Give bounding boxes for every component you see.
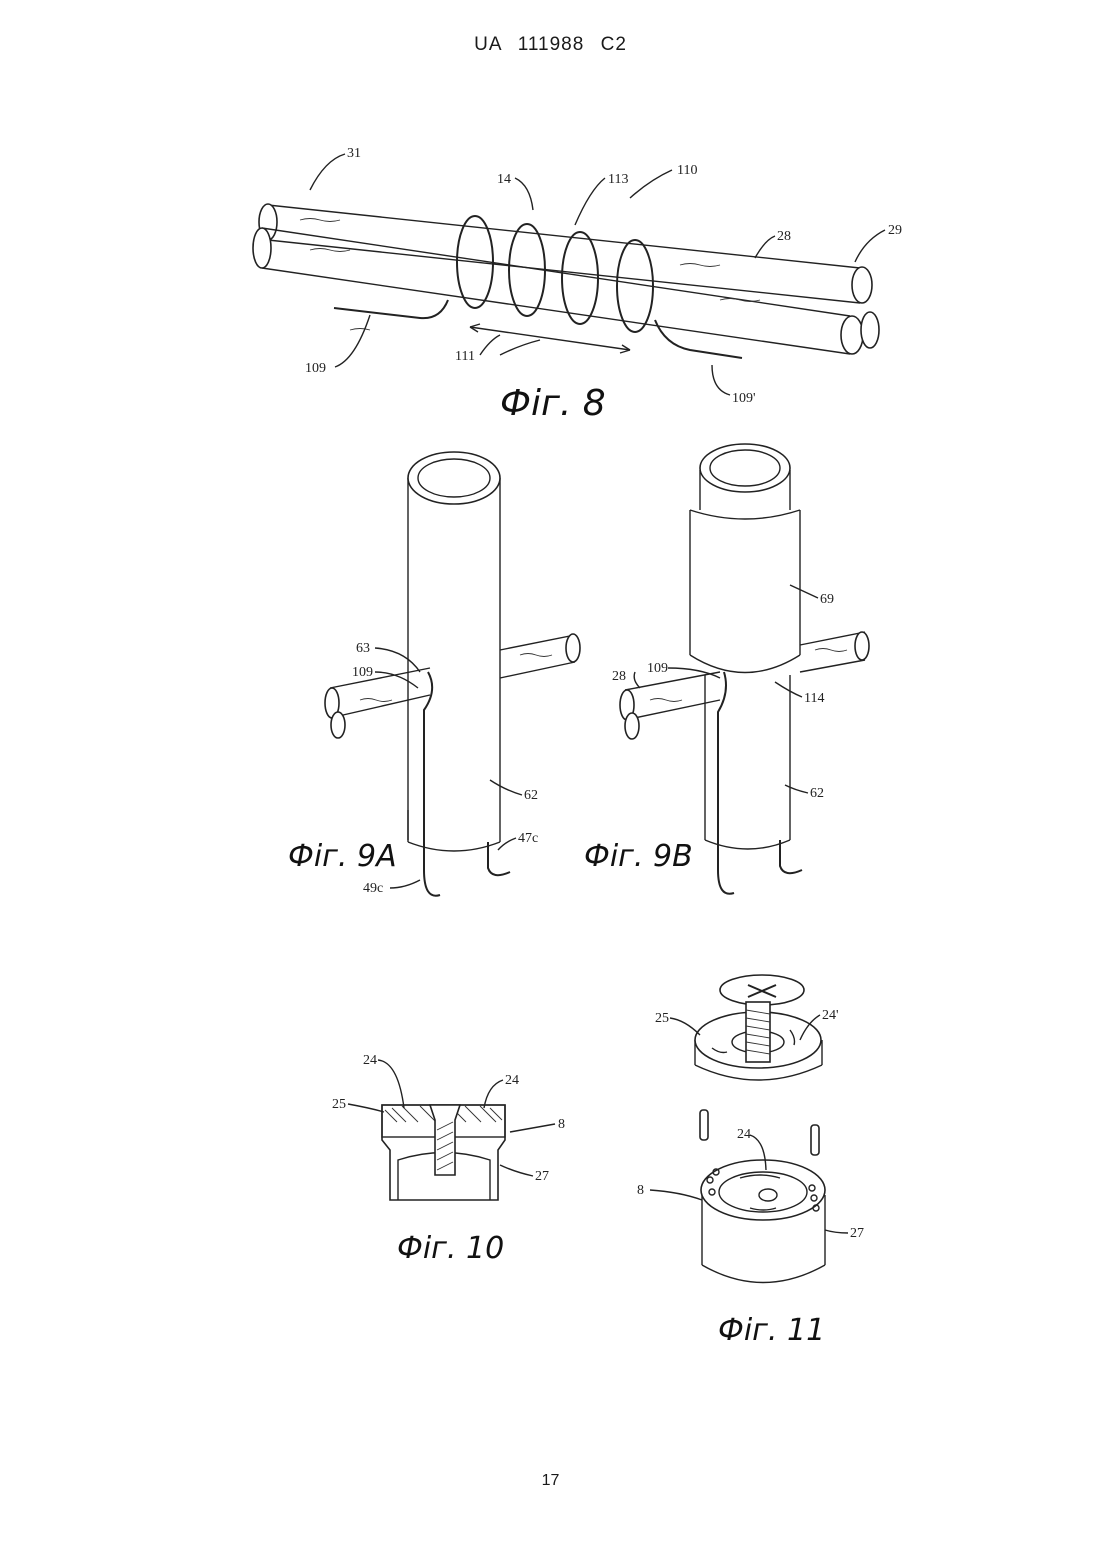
label-31: 31 xyxy=(347,146,361,161)
label-110: 110 xyxy=(677,163,697,178)
caption-fig8: Фіг. 8 xyxy=(500,383,606,424)
label-25-fig10: 25 xyxy=(332,1097,346,1112)
label-111: 111 xyxy=(455,349,475,364)
label-8-fig10: 8 xyxy=(558,1117,565,1132)
label-69: 69 xyxy=(820,592,834,607)
label-109: 109 xyxy=(305,361,326,376)
label-24-right: 24 xyxy=(505,1073,519,1088)
caption-fig11: Фіг. 11 xyxy=(718,1313,825,1348)
caption-fig10: Фіг. 10 xyxy=(397,1231,504,1266)
page-number: 17 xyxy=(0,1472,1101,1490)
caption-fig9a: Фіг. 9A xyxy=(288,839,397,874)
caption-fig9b: Фіг. 9B xyxy=(584,839,693,874)
label-109-9a: 109 xyxy=(352,665,373,680)
label-28-9b: 28 xyxy=(612,669,626,684)
label-113: 113 xyxy=(608,172,628,187)
label-27-fig11: 27 xyxy=(850,1226,864,1241)
figure-10: 24 24 25 8 27 Фіг. 10 xyxy=(332,1053,565,1266)
figure-11: 25 24' 24 8 27 Фіг. 11 xyxy=(637,975,864,1348)
label-109-prime: 109' xyxy=(732,391,756,406)
label-62-9a: 62 xyxy=(524,788,538,803)
label-28: 28 xyxy=(777,229,791,244)
label-27-fig10: 27 xyxy=(535,1169,549,1184)
label-109-9b: 109 xyxy=(647,661,668,676)
figure-8: 31 14 113 110 28 29 109 111 109' Фіг. 8 xyxy=(253,146,902,424)
figure-9a: 63 109 62 47c 49c Фіг. 9A xyxy=(288,452,580,896)
label-63: 63 xyxy=(356,641,370,656)
label-14: 14 xyxy=(497,172,511,187)
label-24-fig11: 24 xyxy=(737,1127,751,1142)
label-24-left: 24 xyxy=(363,1053,377,1068)
label-62-9b: 62 xyxy=(810,786,824,801)
label-114: 114 xyxy=(804,691,824,706)
label-29: 29 xyxy=(888,223,902,238)
figure-9b: 69 28 109 114 62 Фіг. 9B xyxy=(584,444,869,894)
label-25-fig11: 25 xyxy=(655,1011,669,1026)
label-47c: 47c xyxy=(518,831,538,846)
label-49c: 49c xyxy=(363,881,383,896)
label-24-prime: 24' xyxy=(822,1008,839,1023)
label-8-fig11: 8 xyxy=(637,1183,644,1198)
